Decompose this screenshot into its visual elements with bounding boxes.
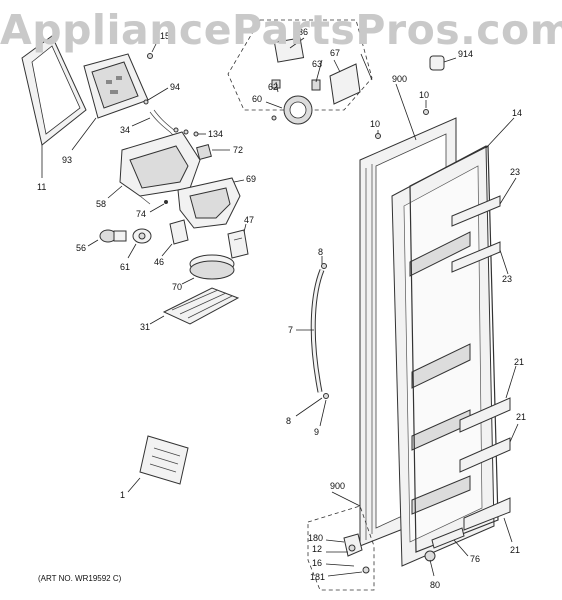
label-21-b: 21 (516, 412, 526, 422)
part-61-motor (127, 228, 152, 259)
part-76-80-hardware (424, 527, 465, 577)
label-31: 31 (140, 322, 150, 332)
part-134-screws (173, 127, 206, 137)
label-80: 80 (430, 580, 440, 590)
label-10-left: 10 (370, 119, 380, 129)
label-16: 16 (312, 558, 322, 568)
label-134: 134 (208, 129, 223, 139)
label-60: 60 (252, 94, 262, 104)
label-9: 9 (314, 427, 319, 437)
art-number: (ART NO. WR19592 C) (38, 574, 122, 583)
label-56: 56 (76, 243, 86, 253)
part-1-literature (127, 435, 189, 493)
part-46-bracket (161, 219, 189, 257)
label-23-a: 23 (510, 167, 520, 177)
label-8-top: 8 (318, 247, 323, 257)
label-900-top: 900 (392, 74, 407, 84)
part-56-solenoid (87, 229, 127, 247)
part-58-housing (107, 131, 201, 205)
part-15-screw (147, 39, 159, 59)
label-67: 67 (330, 48, 340, 58)
label-21-c: 21 (510, 545, 520, 555)
label-93: 93 (62, 155, 72, 165)
label-14: 14 (512, 108, 522, 118)
label-76: 76 (470, 554, 480, 564)
part-69-chute (177, 177, 245, 229)
label-900-bottom: 900 (330, 481, 345, 491)
label-62: 62 (268, 82, 278, 92)
label-23-b: 23 (502, 274, 512, 284)
label-58: 58 (96, 199, 106, 209)
leader-lines (265, 37, 519, 577)
door-assembly (359, 117, 499, 567)
part-70-ring (181, 254, 235, 285)
label-15: 15 (160, 31, 170, 41)
label-63: 63 (312, 59, 322, 69)
label-10-right: 10 (419, 90, 429, 100)
part-914-cap (429, 55, 457, 71)
label-914: 914 (458, 49, 473, 59)
part-34-harness (131, 109, 179, 141)
part-31-drip-grille (149, 287, 240, 325)
label-70: 70 (172, 282, 182, 292)
part-7-handle (310, 263, 329, 399)
label-36: 36 (298, 27, 308, 37)
label-180: 180 (308, 533, 323, 543)
part-10-screws (375, 109, 429, 139)
label-72: 72 (233, 145, 243, 155)
label-34: 34 (120, 125, 130, 135)
label-1: 1 (120, 490, 125, 500)
part-72-switch (196, 144, 230, 160)
label-74: 74 (136, 209, 146, 219)
label-94: 94 (170, 82, 180, 92)
part-labels: 1 7 8 8 9 10 10 11 12 14 15 16 21 21 21 … (37, 27, 526, 590)
part-93-control-panel (71, 53, 149, 151)
label-46: 46 (154, 257, 164, 267)
part-11-frame (21, 35, 87, 178)
label-11: 11 (37, 182, 46, 192)
part-47-bracket (227, 223, 249, 259)
hinge-group-box (307, 505, 375, 591)
part-94 (143, 87, 169, 105)
label-181: 181 (310, 572, 325, 582)
label-7: 7 (288, 325, 293, 335)
module-group-box (227, 19, 373, 125)
label-61: 61 (120, 262, 130, 272)
label-69: 69 (246, 174, 256, 184)
label-8-bottom: 8 (286, 416, 291, 426)
part-74-screw (149, 200, 168, 213)
label-21-a: 21 (514, 357, 524, 367)
label-47: 47 (244, 215, 254, 225)
door-bins (451, 195, 511, 531)
label-12: 12 (312, 544, 322, 554)
